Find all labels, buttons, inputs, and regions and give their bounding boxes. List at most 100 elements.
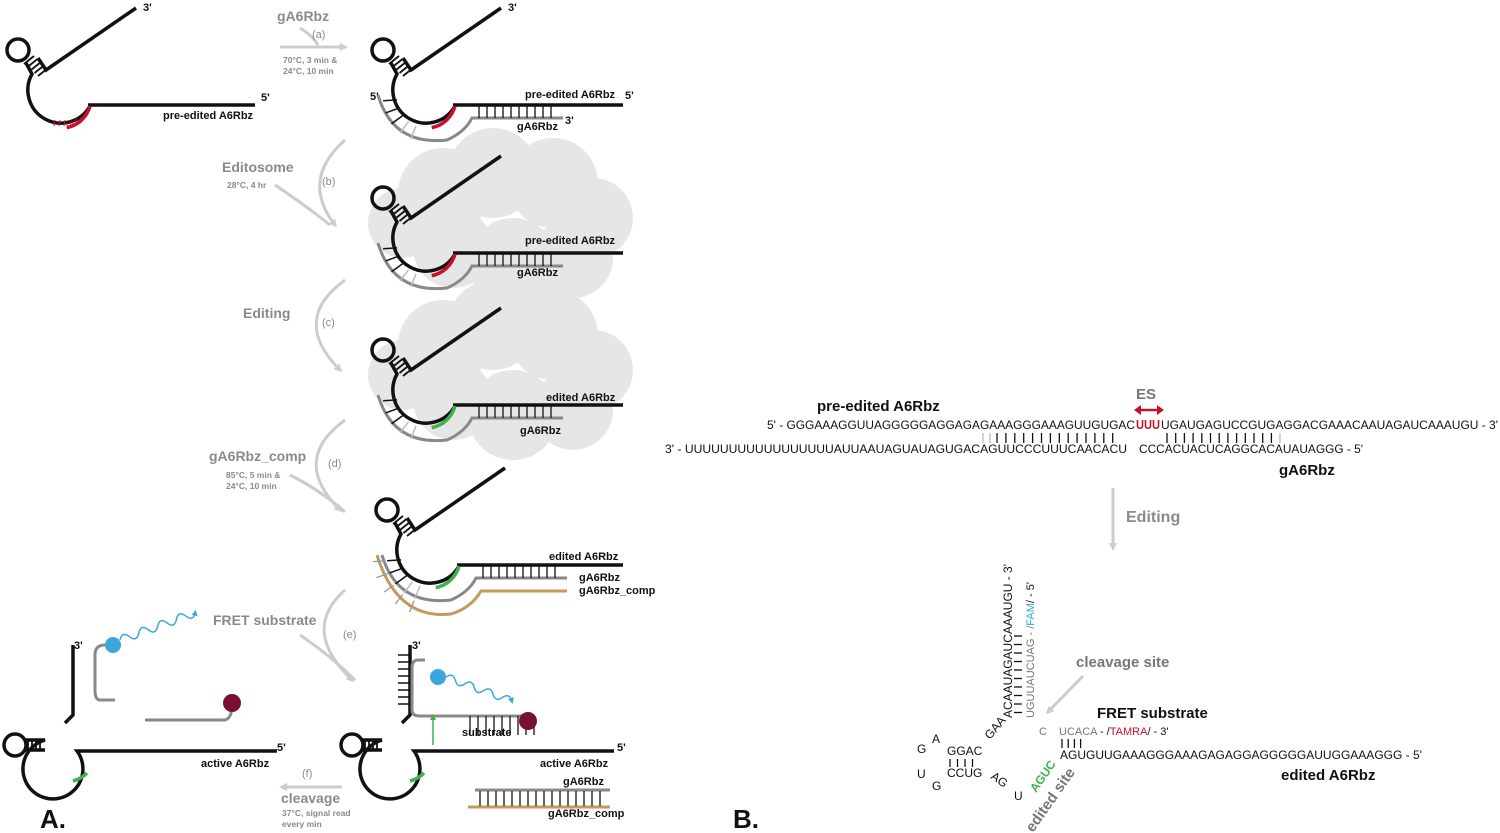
fret-substrate-label: FRET substrate <box>1097 705 1208 722</box>
step-b-letter: (b) <box>322 176 335 188</box>
prime-3: 3' <box>74 640 83 652</box>
step-d-cond-1: 85°C, 5 min & <box>226 470 280 480</box>
hairpin-stem <box>399 521 411 531</box>
label-guide-2: gA6Rbz <box>517 121 558 133</box>
step-c-letter: (c) <box>322 317 335 329</box>
base-pair <box>385 255 400 262</box>
prime-5: 5' <box>261 92 270 104</box>
guide-strand <box>380 554 567 603</box>
step-f-letter: (f) <box>302 768 312 780</box>
hairpin-stem <box>388 355 400 365</box>
step-labels: gA6Rbz (a) 70°C, 3 min & 24°C, 10 min Ed… <box>209 8 356 829</box>
annealed-construct <box>370 6 623 143</box>
tamra-end: / - 3' <box>1147 726 1168 738</box>
three-prime-tail <box>400 645 412 725</box>
hairpin-stem <box>388 203 400 213</box>
three-prime-tail <box>36 6 137 73</box>
pre-edited-site <box>431 253 457 278</box>
fam-end: / - 5' <box>1025 582 1037 603</box>
label-guide-3: gA6Rbz <box>517 267 558 279</box>
step-a-letter: (a) <box>312 29 325 41</box>
base-pair <box>409 600 415 613</box>
panel-a-label: A. <box>40 804 66 833</box>
base-pair <box>414 585 421 600</box>
pre-edited-site <box>431 105 457 130</box>
label-comp-7: gA6Rbz_comp <box>548 808 625 820</box>
dash: - / <box>1097 726 1111 738</box>
prime-5: 5' <box>277 742 286 754</box>
step-e-letter: (e) <box>343 629 356 641</box>
active-ribozyme-free <box>2 609 277 801</box>
fluorescence-wave <box>119 609 198 641</box>
base-pair <box>390 415 404 425</box>
step-a-name: gA6Rbz <box>277 8 329 24</box>
base-pair <box>385 407 400 414</box>
ribozyme-loop <box>393 522 461 585</box>
three-prime-tail <box>405 466 506 533</box>
tamra-quencher <box>223 694 241 712</box>
fam-fluorophore <box>430 669 446 685</box>
u-nucleotide: U <box>1014 789 1023 803</box>
step-a-cond-1: 70°C, 3 min & <box>283 55 337 65</box>
uuu-mark <box>63 119 66 127</box>
base-pair <box>394 575 408 585</box>
prime-5: 5' <box>370 91 379 103</box>
process-arrows <box>274 26 357 791</box>
stem-ccug: CCUG <box>947 766 982 780</box>
hairpin-loop <box>2 732 28 758</box>
arrow-a-curve <box>299 26 320 46</box>
es-label: ES <box>1136 386 1156 403</box>
label-pre-edited-3: pre-edited A6Rbz <box>525 235 616 247</box>
hairpin-loop <box>339 732 365 758</box>
edited-site <box>431 405 457 430</box>
step-f-cond-1: 37°C, signal read <box>282 808 351 818</box>
base-pair <box>410 273 417 288</box>
loop-g2: G <box>932 779 941 793</box>
editosome-bound-construct <box>368 128 633 308</box>
top-strand-left: 5' - GGGAAAGGUUAGGGGGAGGAGAGAAAGGGAAAGUU… <box>767 418 1135 432</box>
base-pair <box>399 421 410 434</box>
hairpin-stem <box>395 361 407 371</box>
arrow-b <box>318 138 346 228</box>
substrate-vertical: UGUUAUCUAG - / <box>1025 625 1037 718</box>
prime-5: 5' <box>617 742 626 754</box>
step-b-cond: 28°C, 4 hr <box>227 180 267 190</box>
pre-edited-site <box>66 105 92 130</box>
fam-fluorophore <box>105 637 121 653</box>
bottom-strand-left: 3' - UUUUUUUUUUUUUUUUUAUUAAUAGUAUAGUGACA… <box>665 442 1127 456</box>
label-substrate: substrate <box>462 727 512 739</box>
uuu-mark <box>53 119 56 127</box>
bottom-strand-right: CCCACUACUCAGGCACAUAUAGGG - 5' <box>1139 442 1363 456</box>
step-c-name: Editing <box>243 305 290 321</box>
vertical-base-pairs <box>1014 635 1022 714</box>
step-d-cond-2: 24°C, 10 min <box>226 481 277 491</box>
arrow-e-stem <box>299 633 357 682</box>
prime-3: 3' <box>412 640 421 652</box>
top-strand-right: UGAUGAGUCCGUGAGGACGAAACAAUAGAUCAAAUGU - … <box>1161 418 1498 432</box>
substrate-seq: UCACA <box>1059 726 1098 738</box>
es-arrowheads <box>1134 405 1164 415</box>
comp-annealed-construct <box>373 466 623 617</box>
guide-strand <box>376 394 563 443</box>
panel-b: pre-edited A6Rbz ES 5' - GGGAAAGGUUAGGGG… <box>665 386 1498 833</box>
base-pair <box>389 567 404 574</box>
hairpin-base-pairs <box>949 759 974 767</box>
edited-site <box>72 771 89 783</box>
hairpin-loop <box>370 37 396 63</box>
prime-5: 5' <box>625 90 634 102</box>
step-f-name: cleavage <box>281 790 340 806</box>
base-pair <box>373 560 386 563</box>
fret-substrate-tail <box>145 704 234 722</box>
c-nucleotide: C <box>1039 726 1047 738</box>
fret-substrate-strand <box>93 643 115 702</box>
loop-a: A <box>932 732 940 746</box>
step-a-cond-2: 24°C, 10 min <box>283 66 334 76</box>
substrate-base-pairs <box>1061 739 1082 748</box>
complement-strand <box>375 554 567 617</box>
substrate-vertical-strand: UGUUAUCUAG - /FAM/ - 5' <box>1025 582 1037 718</box>
base-pair <box>385 107 400 114</box>
hairpin-loop <box>370 337 396 363</box>
guide-title: gA6Rbz <box>1279 462 1335 479</box>
arrow-d-stem <box>289 473 346 514</box>
